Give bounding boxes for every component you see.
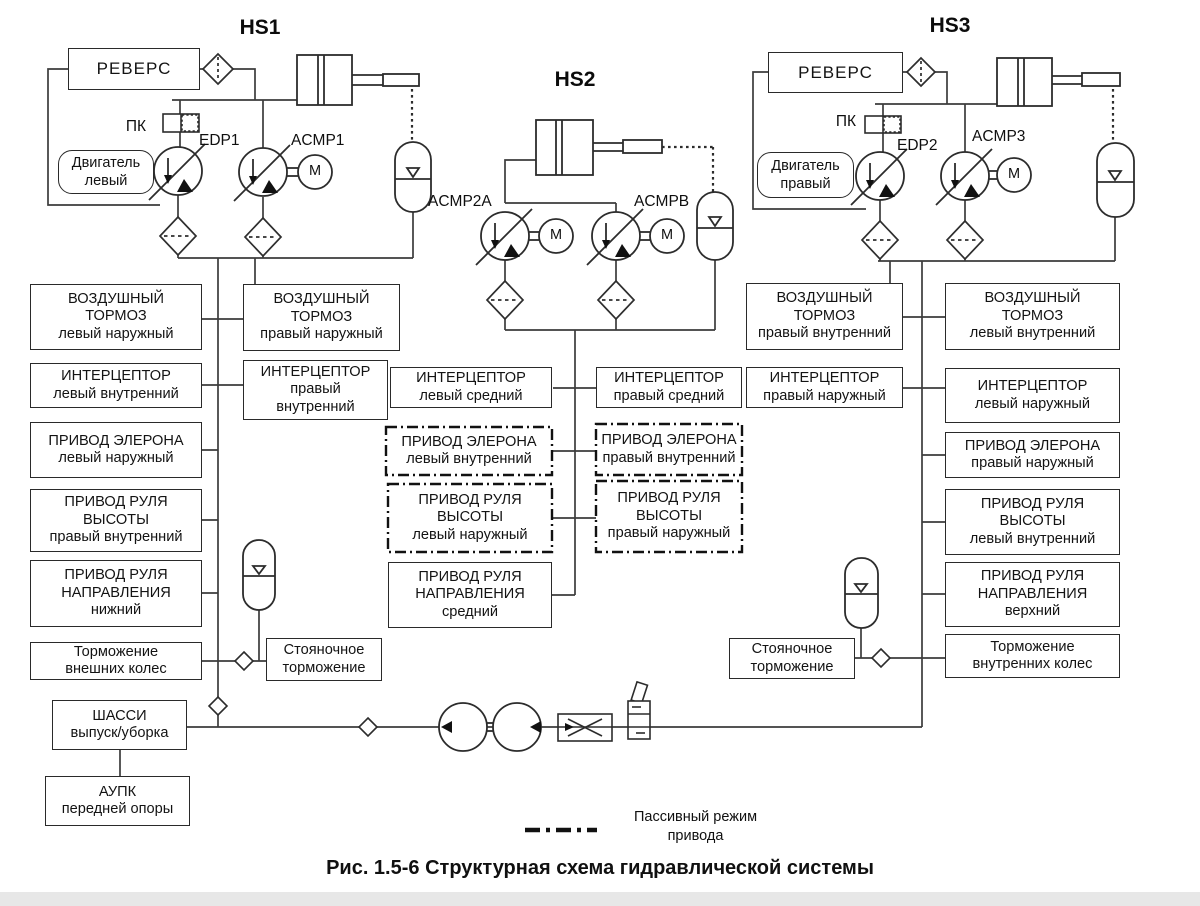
consumer-interceptor-left-inner: ИНТЕРЦЕПТОР левый внутренний: [30, 363, 202, 408]
passive-mode-borders: [384, 422, 744, 554]
reverser-actuator-icon-hs2: [535, 119, 663, 176]
ptu-icon: [438, 702, 542, 752]
reverser-actuator-icon-hs3: [996, 57, 1121, 107]
consumer-parking-brake-right: Стояночное торможение: [729, 638, 855, 679]
acmpb-label: ACMPB: [634, 193, 690, 210]
acmp2a-label: ACMP2A: [428, 193, 492, 210]
footer-strip: [0, 892, 1200, 906]
consumer-rudder-drive-upper: ПРИВОД РУЛЯ НАПРАВЛЕНИЯ верхний: [945, 562, 1120, 627]
check-valve-icons: [207, 647, 892, 738]
consumer-rudder-drive-middle: ПРИВОД РУЛЯ НАПРАВЛЕНИЯ средний: [388, 562, 552, 628]
consumer-elevator-drive-left-outer-passive: ПРИВОД РУЛЯ ВЫСОТЫ левый наружный: [412, 491, 528, 543]
consumer-aileron-drive-left-outer: ПРИВОД ЭЛЕРОНА левый наружный: [30, 422, 202, 478]
accumulator-icon-parking-right: [844, 557, 879, 629]
pk-valve-icon-hs3: [864, 115, 902, 134]
consumer-air-brake-right-outer: ВОЗДУШНЫЙ ТОРМОЗ правый наружный: [243, 284, 400, 351]
hs2-piping: [504, 159, 716, 596]
motor-label-acmp3: M: [1007, 166, 1021, 182]
reverse-box-hs1: РЕВЕРС: [68, 48, 200, 90]
engine-left-box: Двигатель левый: [58, 150, 154, 194]
hs2-title: HS2: [554, 68, 596, 91]
figure-caption: Рис. 1.5-6 Структурная схема гидравличес…: [326, 857, 874, 879]
consumer-air-brake-left-outer: ВОЗДУШНЫЙ ТОРМОЗ левый наружный: [30, 284, 202, 350]
motor-label-acmp2a: M: [549, 227, 563, 243]
pk-valve-icon-hs1: [162, 113, 200, 133]
pressure-filter-icon-hs3: [905, 56, 937, 88]
acmp2a-pump-icon: [475, 208, 533, 266]
consumer-elevator-drive-right-outer-passive: ПРИВОД РУЛЯ ВЫСОТЫ правый наружный: [607, 490, 731, 542]
hs1-title: HS1: [239, 16, 281, 39]
consumer-rudder-drive-lower: ПРИВОД РУЛЯ НАПРАВЛЕНИЯ нижний: [30, 560, 202, 627]
acmp1-label: ACMP1: [291, 132, 345, 149]
motor-label-acmpb: M: [660, 227, 674, 243]
pressure-filter-icon-hs1: [201, 52, 235, 86]
consumer-air-brake-right-inner: ВОЗДУШНЫЙ ТОРМОЗ правый внутренний: [746, 283, 903, 350]
engine-right-box: Двигатель правый: [757, 152, 854, 198]
return-filter-icons: [158, 215, 985, 321]
consumer-parking-brake-left: Стояночное торможение: [266, 638, 382, 681]
motor-label-acmp1: M: [308, 163, 322, 179]
consumer-aileron-drive-right-outer: ПРИВОД ЭЛЕРОНА правый наружный: [945, 432, 1120, 478]
electric-motor-icons: [287, 154, 1032, 254]
legend-label: Пассивный режим привода: [633, 809, 758, 844]
consumer-interceptor-left-middle: ИНТЕРЦЕПТОР левый средний: [390, 367, 552, 408]
consumer-interceptor-left-outer: ИНТЕРЦЕПТОР левый наружный: [945, 368, 1120, 423]
hs3-title: HS3: [929, 14, 971, 37]
acmp3-pump-icon: [935, 148, 993, 206]
consumer-aupk-nose-gear: АУПК передней опоры: [45, 776, 190, 826]
consumer-elevator-drive-right-inner: ПРИВОД РУЛЯ ВЫСОТЫ правый внутренний: [30, 489, 202, 552]
edp1-label: EDP1: [199, 132, 240, 149]
accumulator-icon-hs1: [394, 141, 432, 213]
acmp1-pump-icon: [233, 144, 291, 202]
passive-mode-dotted-links: [410, 89, 1115, 192]
consumer-internal-wheel-braking: Торможение внутренних колес: [945, 634, 1120, 678]
consumer-external-wheel-braking: Торможение внешних колес: [30, 642, 202, 680]
reverser-actuator-icon-hs1: [296, 54, 420, 106]
accumulator-icon-parking-left: [242, 539, 276, 611]
edp2-pump-icon: [850, 148, 908, 206]
edp2-label: EDP2: [897, 137, 938, 154]
accumulator-icon-hs3: [1096, 142, 1135, 218]
consumer-aileron-drive-right-inner-passive: ПРИВОД ЭЛЕРОНА правый внутренний: [601, 432, 737, 466]
consumer-interceptor-right-middle: ИНТЕРЦЕПТОР правый средний: [596, 367, 742, 408]
acmp3-label: ACMP3: [972, 128, 1026, 145]
acmpb-pump-icon: [586, 208, 644, 266]
pk-label-hs1: ПК: [125, 118, 147, 135]
edp1-pump-icon: [148, 143, 206, 201]
hs1-piping: [47, 68, 922, 776]
consumer-aileron-drive-left-inner-passive: ПРИВОД ЭЛЕРОНА левый внутренний: [401, 433, 537, 468]
shutoff-valve-icon: [627, 680, 651, 740]
pk-label-hs3: ПК: [835, 113, 857, 130]
consumer-landing-gear: ШАССИ выпуск/уборка: [52, 700, 187, 750]
restrictor-valve-icon: [557, 713, 613, 742]
consumer-elevator-drive-left-inner: ПРИВОД РУЛЯ ВЫСОТЫ левый внутренний: [945, 489, 1120, 555]
consumer-interceptor-right-outer: ИНТЕРЦЕПТОР правый наружный: [746, 367, 903, 408]
reverse-box-hs3: РЕВЕРС: [768, 52, 903, 93]
consumer-air-brake-left-inner: ВОЗДУШНЫЙ ТОРМОЗ левый внутренний: [945, 283, 1120, 350]
consumer-interceptor-right-inner: ИНТЕРЦЕПТОР правый внутренний: [243, 360, 388, 420]
accumulator-icon-hs2: [696, 191, 734, 261]
